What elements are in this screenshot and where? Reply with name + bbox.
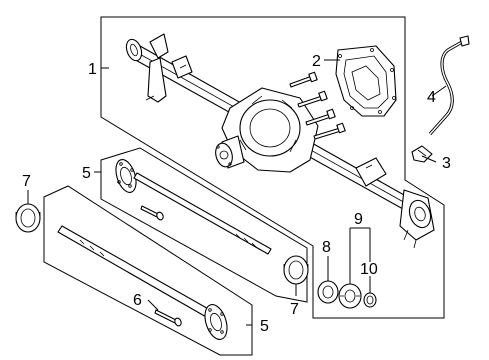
wheel-stud	[154, 309, 182, 327]
cover-bolts	[289, 71, 346, 140]
axle-shaft-box-lower	[43, 185, 253, 356]
callout-1: 1	[88, 61, 97, 78]
vent-hose	[428, 35, 470, 136]
bearing-assembly	[338, 283, 362, 309]
differential-cover	[335, 45, 397, 117]
callout-6: 6	[133, 292, 142, 309]
callout-5-upper: 5	[82, 165, 91, 182]
callout-9: 9	[354, 211, 363, 228]
axle-shaft-upper	[115, 159, 272, 255]
callout-8: 8	[322, 239, 331, 256]
wheel-stud-upper	[140, 205, 164, 221]
housing-assembly-box	[100, 16, 445, 319]
axle-shaft-box-upper	[100, 147, 308, 303]
vent-connector	[411, 145, 433, 163]
axle-seal-mid	[283, 255, 309, 285]
leader-lines	[27, 59, 447, 326]
callout-10: 10	[360, 261, 378, 278]
axle-bearing	[317, 280, 339, 304]
axle-housing	[125, 33, 435, 249]
callout-7-left: 7	[22, 173, 31, 190]
callout-5-lower: 5	[260, 318, 269, 335]
callout-7-mid: 7	[290, 301, 299, 318]
callout-3: 3	[442, 155, 451, 172]
callout-4: 4	[427, 89, 436, 106]
retaining-ring	[363, 292, 377, 308]
axle-seal-left	[15, 203, 41, 233]
axle-shaft-lower	[57, 225, 228, 340]
callout-2: 2	[312, 53, 321, 70]
